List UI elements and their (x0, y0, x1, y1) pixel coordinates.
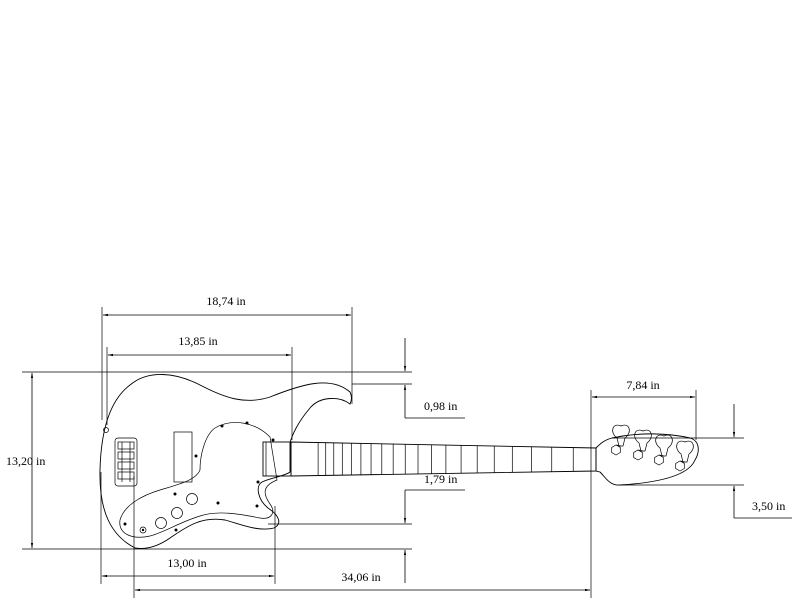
dim-upper-horn-length: 18,74 in (206, 294, 245, 308)
bridge (114, 437, 138, 487)
output-jack-inner (141, 528, 145, 532)
tuner-peg (675, 440, 694, 472)
dim-horn-to-neck: 13,85 in (178, 334, 217, 348)
dim-horn-offset: 0,98 in (424, 399, 457, 413)
headstock-outline (595, 433, 699, 486)
neck-heel (262, 441, 292, 477)
dim-headstock-length: 7,84 in (626, 378, 659, 392)
body-outline (99, 374, 352, 549)
pickguard-screw (245, 421, 249, 425)
pickguard-screw (173, 492, 177, 496)
guitar-neck (262, 441, 597, 477)
output-jack (139, 526, 147, 534)
dim-body-height: 13,20 in (6, 454, 45, 468)
headstock (595, 424, 699, 486)
strap-button (103, 427, 109, 433)
control-knob (171, 507, 183, 519)
dim-lower-cut-offset: 1,79 in (424, 472, 457, 486)
control-knob (155, 517, 167, 529)
pickguard (119, 422, 278, 538)
dim-overall-length: 34,06 in (341, 570, 380, 584)
control-knob (186, 493, 198, 505)
frets (317, 442, 574, 476)
pickguard-screw (123, 522, 127, 526)
pickguard-screw (194, 454, 198, 458)
tuner-peg (633, 429, 652, 461)
tuners (611, 424, 694, 472)
dim-headstock-height: 3,50 in (752, 499, 785, 513)
tuner-peg (611, 424, 630, 456)
pickguard-screw (220, 424, 224, 428)
dim-lower-body-length: 13,00 in (167, 556, 206, 570)
pickup (173, 431, 193, 483)
fretboard (290, 441, 597, 477)
pickguard-screw (174, 528, 178, 532)
pickguard-screw (216, 501, 220, 505)
tuner-peg (654, 434, 673, 466)
guitar-body (99, 374, 352, 549)
dimensions: 18,74 in 13,85 in 13,20 in 0,98 in 1,79 … (6, 294, 792, 598)
pickguard-screw (256, 480, 260, 484)
pickguard-screw (255, 504, 259, 508)
pickguard-screw (271, 438, 275, 442)
